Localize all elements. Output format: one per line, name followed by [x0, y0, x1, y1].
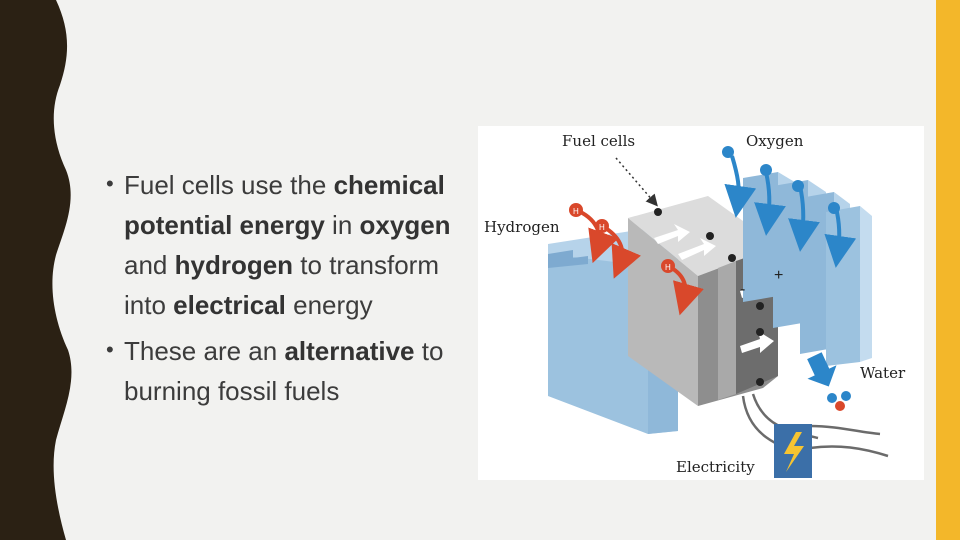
label-pointer — [615, 157, 658, 207]
bullet-item: Fuel cells use the chemical potential en… — [104, 164, 476, 325]
hydrogen-label: Hydrogen — [484, 218, 560, 236]
positive-terminal-label: + — [774, 267, 783, 284]
bullet-text: in — [324, 210, 360, 240]
electricity-panel — [774, 424, 812, 478]
bullet-emphasis: chemical potential energy — [124, 170, 445, 240]
bullet-item: These are an alternative to burning foss… — [104, 330, 476, 411]
bullet-emphasis: hydrogen — [174, 250, 294, 280]
hydrogen-atom-icon — [661, 259, 675, 273]
bullet-list: Fuel cells use the chemical potential en… — [104, 164, 476, 417]
bullet-text: Fuel cells use the — [124, 170, 334, 200]
bullet-text: These are an — [124, 336, 285, 366]
svg-text:H: H — [665, 263, 671, 272]
lightning-bolt-icon — [784, 432, 804, 472]
hydrogen-flow: H H H — [569, 203, 704, 316]
bullet-emphasis: electrical — [173, 290, 286, 320]
fuel-cell-illustration: H H H - — [484, 132, 906, 478]
oxygen-label: Oxygen — [746, 132, 804, 150]
fuel-cells-label: Fuel cells — [562, 132, 635, 150]
hydrogen-atom-icon — [569, 203, 583, 217]
bullet-emphasis: oxygen — [359, 210, 451, 240]
electric-wires — [741, 393, 889, 458]
svg-text:H: H — [573, 207, 579, 216]
bullet-text: and — [124, 250, 175, 280]
bullet-text: energy — [285, 290, 373, 320]
water-label: Water — [860, 364, 906, 382]
fuel-cell-diagram: H H H - — [478, 126, 924, 480]
negative-terminal-label: - — [740, 281, 745, 298]
wavy-left-border — [0, 0, 72, 540]
hydrogen-atom-icon — [595, 219, 609, 233]
bullet-emphasis: alternative — [284, 336, 415, 366]
electricity-label: Electricity — [676, 458, 755, 476]
oxygen-flow — [722, 146, 857, 411]
svg-text:H: H — [599, 223, 605, 232]
bullet-text: to burning fossil fuels — [124, 336, 444, 406]
yellow-accent-bar — [936, 0, 960, 540]
bullet-text: to transform into — [124, 250, 439, 320]
